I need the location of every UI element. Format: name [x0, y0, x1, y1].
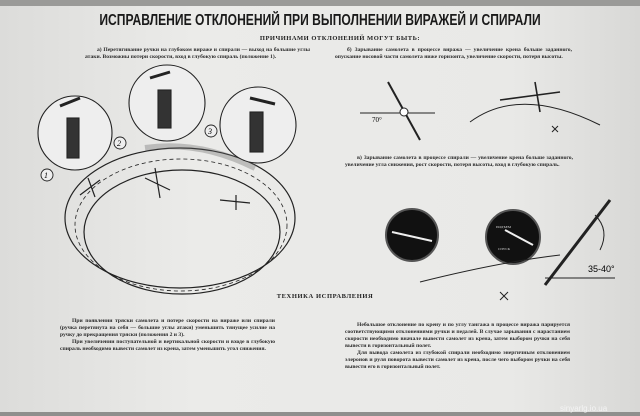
cause-a-text: а) Перетягивание ручки на глубоком вираж… — [85, 47, 310, 61]
aircraft-markers — [79, 167, 251, 210]
scan-edge-top — [0, 0, 640, 6]
dive-angle-label: 35-40° — [588, 264, 615, 274]
position-markers — [40, 124, 218, 182]
technique-right-column: Небольшое отклонение по крену и по углу … — [345, 322, 570, 371]
cause-v-text: в) Зарывание самолета в процессе спирали… — [345, 155, 573, 169]
cause-b-text: б) Зарывание самолета в процессе виража … — [335, 47, 572, 61]
causes-heading: ПРИЧИНАМИ ОТКЛОНЕНИЙ МОГУТ БЫТЬ: — [259, 35, 421, 42]
stick-inset-2 — [128, 64, 206, 142]
scan-edge-bottom — [0, 412, 640, 416]
technique-heading: ТЕХНИКА ИСПРАВЛЕНИЯ — [276, 293, 374, 300]
cause-a: а) Перетягивание ручки на глубоком вираж… — [85, 47, 310, 60]
position-1-label: 1 — [44, 171, 48, 180]
descending-turn-diagram — [469, 81, 601, 133]
position-2-label: 2 — [117, 139, 121, 148]
cause-v: в) Зарывание самолета в процессе спирали… — [345, 155, 573, 168]
stick-inset-1 — [37, 95, 113, 171]
vario-up-label: ПОДЪЕМ — [496, 225, 512, 229]
vario-down-label: СПУСК — [498, 247, 511, 251]
stick-inset-3 — [219, 86, 297, 164]
speed-gauge — [385, 208, 439, 262]
technique-right-paragraph-1: Небольшое отклонение по крену и по углу … — [345, 322, 570, 349]
technique-left-paragraph-1: При появлении тряски самолета и потере с… — [60, 318, 275, 338]
bank-angle-label: 70° — [372, 116, 382, 124]
technique-left-paragraph-2: При увеличении поступательной и вертикал… — [60, 339, 275, 352]
bank-angle-diagram — [360, 81, 435, 141]
technique-left-column: При появлении тряски самолета и потере с… — [60, 318, 275, 353]
turn-ring-illustration — [64, 143, 296, 295]
cause-b: б) Зарывание самолета в процессе виража … — [335, 47, 572, 60]
dive-recovery-diagram — [419, 199, 615, 301]
vertical-speed-gauge: ПОДЪЕМ СПУСК — [485, 209, 541, 265]
watermark: sinyarlg.io.ua — [560, 404, 608, 413]
technique-right-paragraph-2: Для вывода самолета из глубокой спирали … — [345, 350, 570, 370]
page-title: ИСПРАВЛЕНИЕ ОТКЛОНЕНИЙ ПРИ ВЫПОЛНЕНИИ ВИ… — [99, 12, 541, 29]
position-3-label: 3 — [207, 127, 212, 136]
